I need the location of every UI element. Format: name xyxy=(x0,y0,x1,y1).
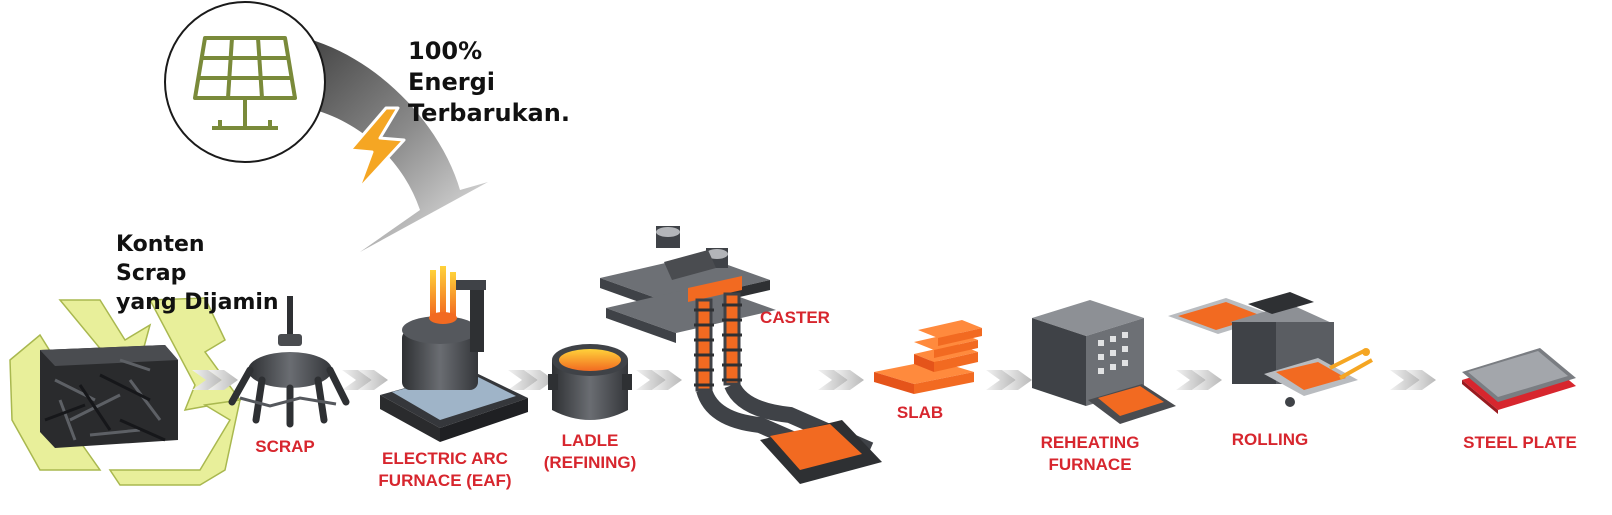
energy-line-1: 100% xyxy=(408,37,483,65)
arrow-1 xyxy=(192,370,238,390)
steel-plate-illustration xyxy=(1462,348,1576,414)
stage-label-caster: CASTER xyxy=(760,308,830,327)
arrow-3 xyxy=(508,370,554,390)
stage-label-steel-plate: STEEL PLATE xyxy=(1463,433,1577,452)
stage-label-slab: SLAB xyxy=(896,403,944,422)
energy-line-3: Terbarukan. xyxy=(408,99,570,127)
arrow-6 xyxy=(986,370,1032,390)
stage-label-reheating: REHEATING FURNACE xyxy=(1040,433,1140,474)
flow-arrows xyxy=(192,370,1436,390)
eaf-illustration xyxy=(380,266,528,442)
stage-label-eaf: ELECTRIC ARC FURNACE (EAF) xyxy=(378,449,512,490)
ladle-illustration xyxy=(548,344,632,420)
energy-heading: 100% Energi Terbarukan. xyxy=(408,36,570,129)
energy-line-2: Energi xyxy=(408,68,495,96)
caster-illustration xyxy=(600,226,882,484)
arrow-5 xyxy=(818,370,864,390)
stage-label-rolling: ROLLING xyxy=(1231,430,1309,449)
stage-label-scrap: SCRAP xyxy=(255,437,315,456)
rolling-mill-illustration xyxy=(1168,292,1373,407)
arrow-2 xyxy=(342,370,388,390)
arrow-7 xyxy=(1176,370,1222,390)
scrap-line-2: Scrap xyxy=(116,261,187,286)
scrap-bale xyxy=(40,345,178,448)
arrow-4 xyxy=(636,370,682,390)
solar-panel-icon xyxy=(164,1,326,163)
stage-label-ladle: LADLE (REFINING) xyxy=(543,431,637,472)
scrap-line-1: Konten xyxy=(116,232,205,257)
scrap-grabber-illustration xyxy=(228,296,350,428)
lightning-bolt-icon xyxy=(348,106,406,192)
reheating-furnace-illustration xyxy=(1032,300,1176,424)
slab-illustration xyxy=(874,320,982,394)
arrow-8 xyxy=(1390,370,1436,390)
scrap-heading: Konten Scrap yang Dijamin xyxy=(116,230,279,317)
scrap-line-3: yang Dijamin xyxy=(116,290,279,315)
